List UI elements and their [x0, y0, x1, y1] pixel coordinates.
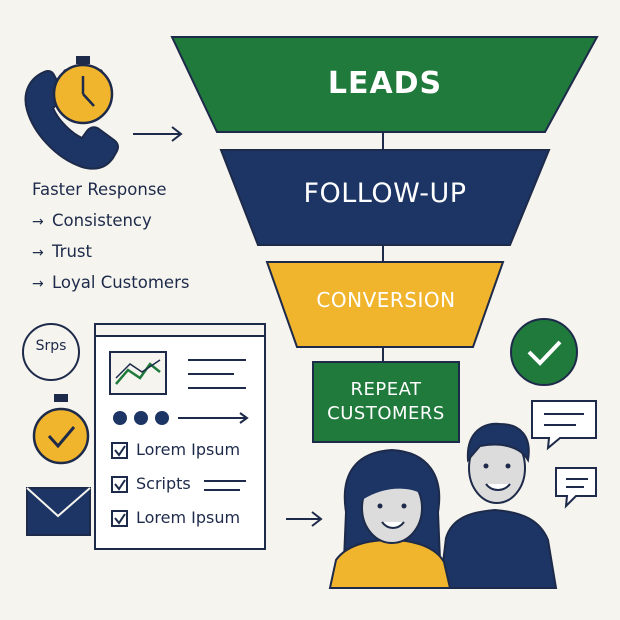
chat-bubble-icon	[555, 467, 597, 509]
checkbox-1	[111, 442, 128, 459]
chain-item-loyal-customers: → Loyal Customers	[32, 273, 189, 292]
man-avatar	[438, 422, 558, 589]
chain-item-label: Loyal Customers	[52, 273, 190, 292]
arrow-right-icon: →	[32, 245, 44, 261]
funnel-label-leads: LEADS	[327, 66, 443, 101]
funnel-stage-leads	[170, 36, 599, 133]
funnel-stage-follow-up	[219, 149, 551, 246]
checklist-item-2: Scripts	[136, 474, 191, 493]
arrow-right-icon	[133, 126, 183, 142]
chain-item-label: Consistency	[52, 211, 152, 230]
check-badge-icon	[510, 318, 578, 386]
envelope-icon	[26, 487, 91, 536]
checklist-item-3: Lorem Ipsum	[136, 508, 241, 527]
arrow-right-icon: →	[32, 214, 44, 230]
arrow-right-icon: →	[32, 276, 44, 292]
checkbox-2	[111, 476, 246, 493]
chain-item-consistency: → Consistency	[32, 211, 152, 230]
funnel-label-conversion: CONVERSION	[316, 288, 456, 312]
chat-bubble-icon	[531, 400, 597, 451]
srps-badge	[22, 323, 80, 381]
funnel-label-repeat-customers: REPEAT CUSTOMERS	[313, 378, 459, 426]
checkbox-3	[111, 510, 128, 527]
srps-badge-label: Srps	[35, 338, 67, 354]
chain-item-faster-response: Faster Response	[32, 180, 167, 199]
text-lines	[188, 359, 246, 389]
funnel-stage-conversion	[265, 261, 505, 348]
funnel-label-repeat-line2: CUSTOMERS	[327, 403, 445, 424]
funnel-label-follow-up: FOLLOW-UP	[303, 178, 467, 209]
dots-progress	[113, 411, 249, 425]
chart-icon	[109, 351, 167, 395]
chain-item-label: Trust	[52, 242, 92, 261]
funnel-stage-repeat-customers	[312, 361, 460, 443]
stopwatch-icon	[52, 56, 114, 125]
arrow-right-icon	[286, 511, 323, 527]
check-stopwatch-icon	[32, 394, 90, 465]
funnel-label-repeat-line1: REPEAT	[350, 379, 422, 400]
woman-avatar	[328, 448, 452, 589]
chain-item-label: Faster Response	[32, 180, 167, 199]
chain-item-trust: → Trust	[32, 242, 92, 261]
checklist-item-1: Lorem Ipsum	[136, 440, 241, 459]
